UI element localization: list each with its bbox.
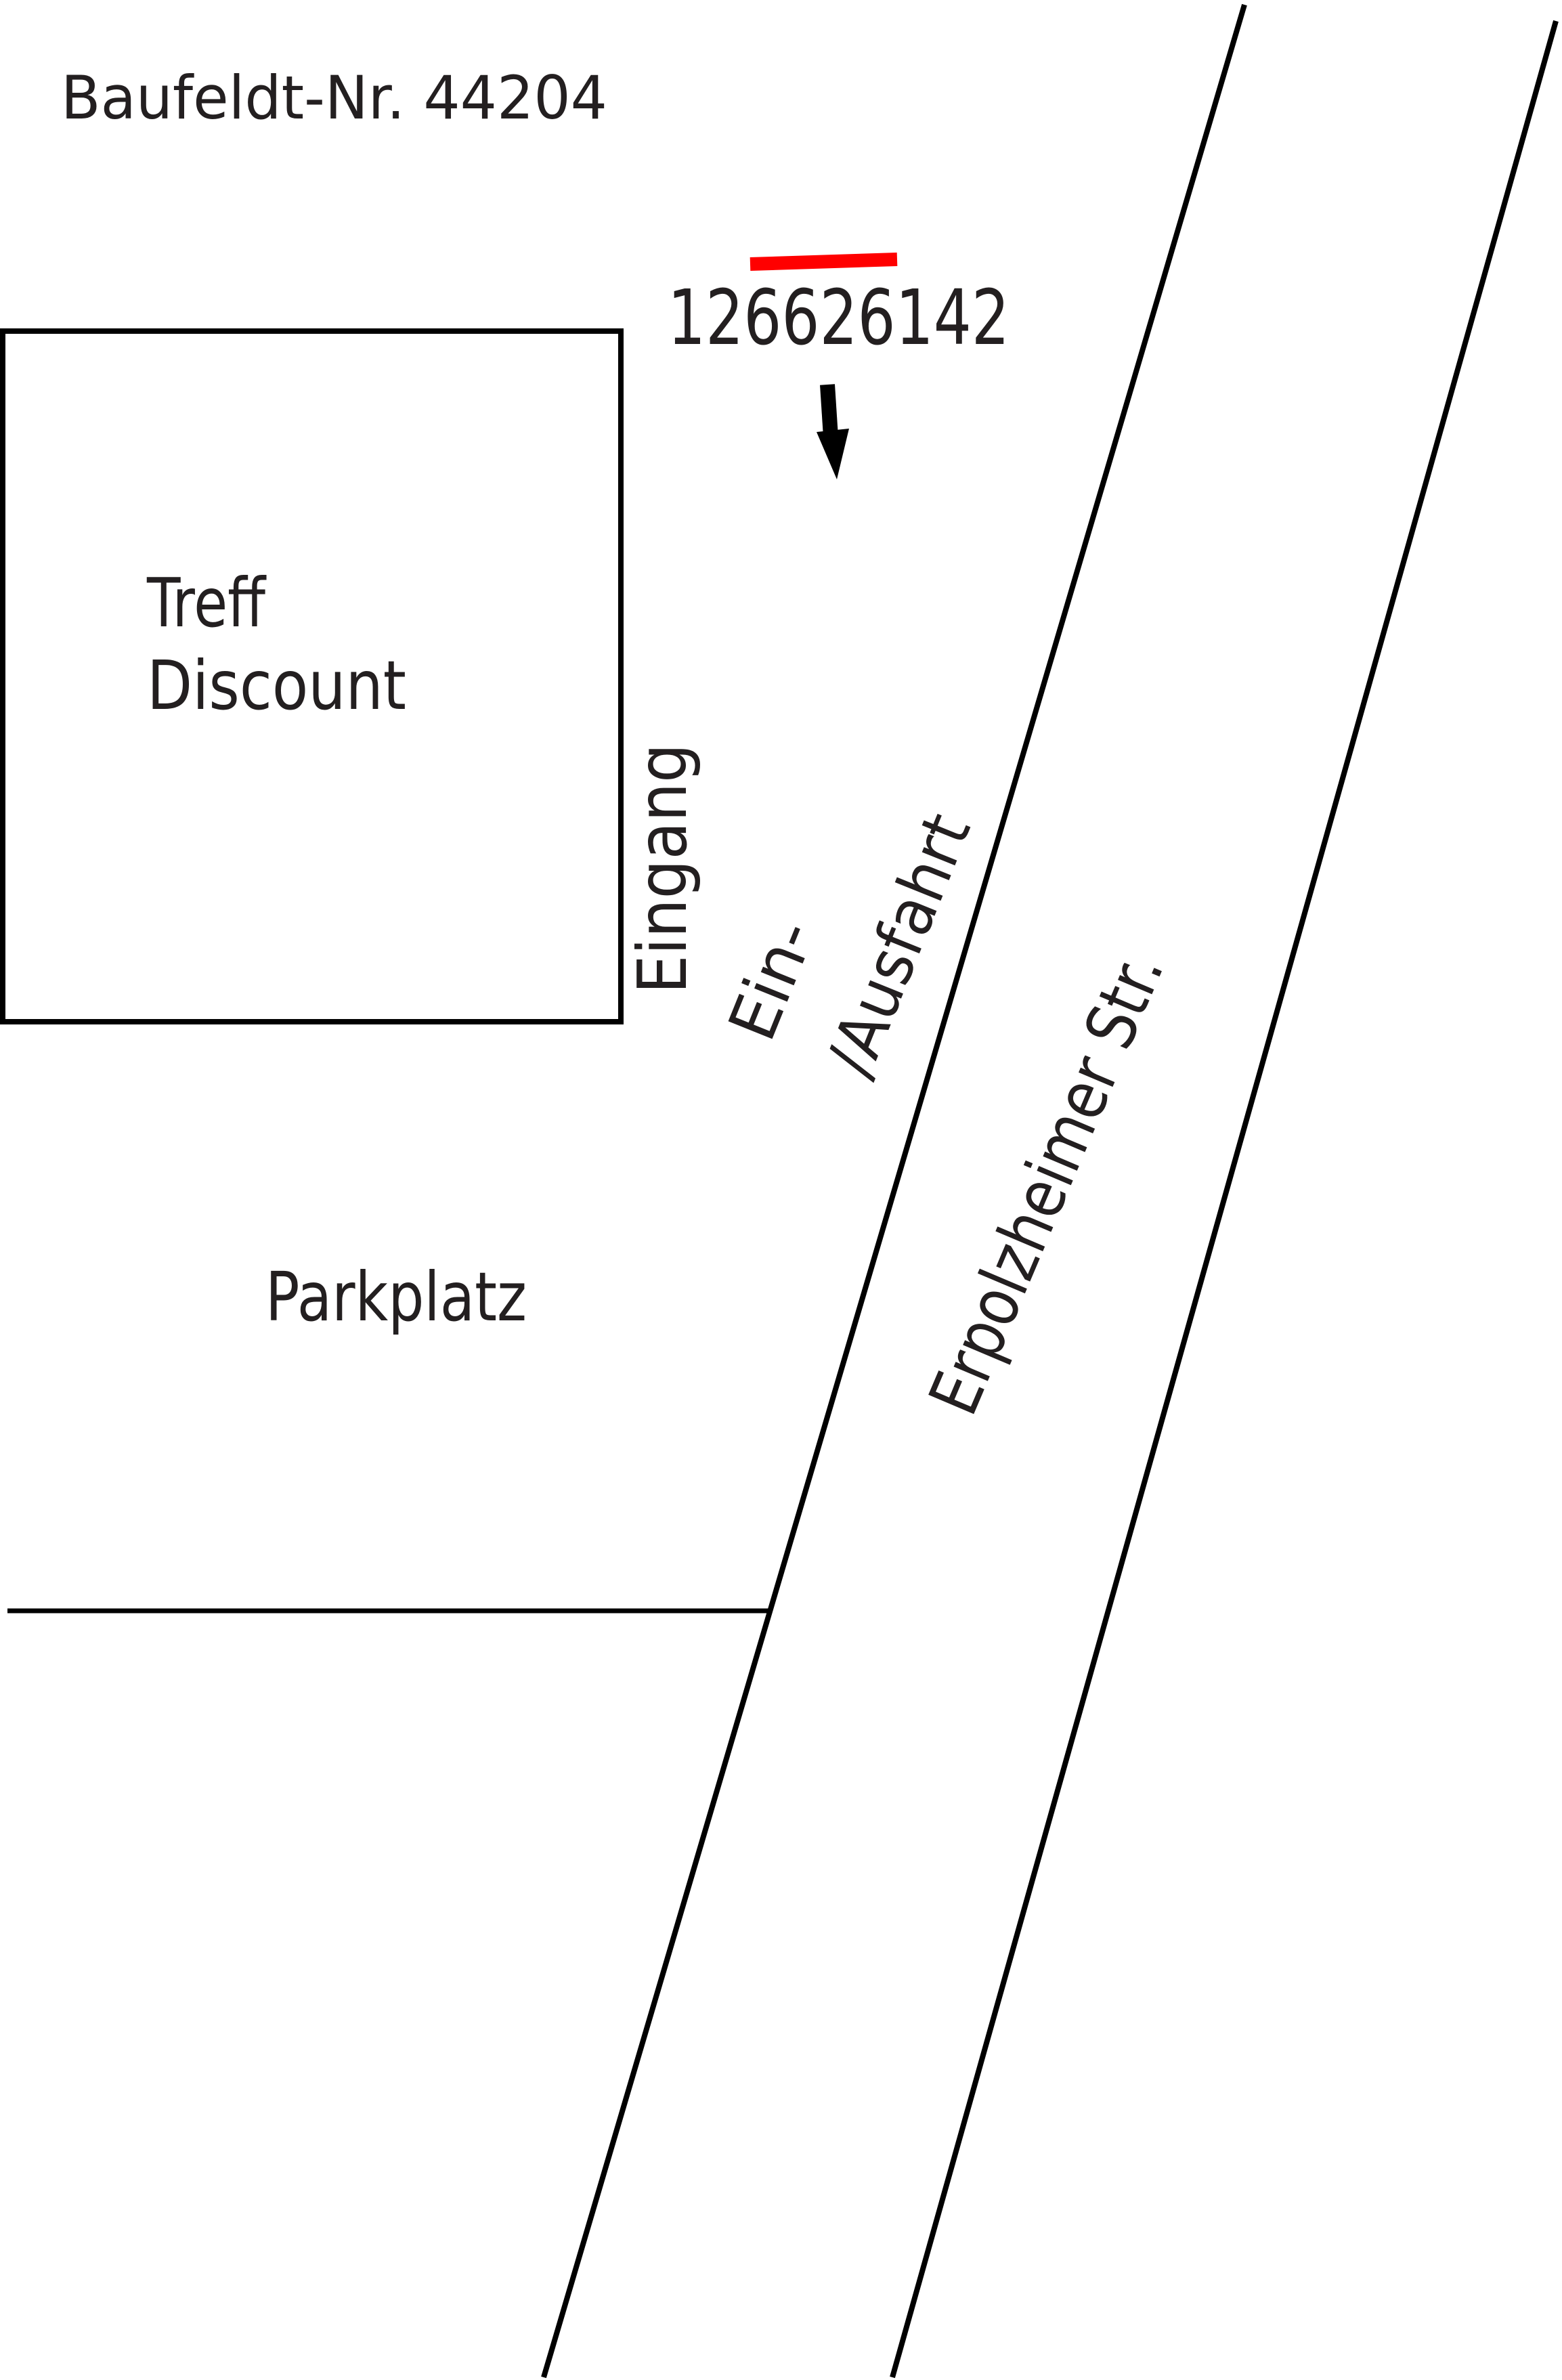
marker-number: 126626142	[668, 274, 1010, 362]
highlight-marker-line	[750, 253, 898, 271]
street-edge-east	[890, 20, 1559, 2379]
parking-label: Parkplatz	[265, 1257, 527, 1337]
building-outline	[0, 328, 624, 1024]
plot-number-title: Baufeldt-Nr. 44204	[61, 63, 607, 133]
building-name-line2: Discount	[147, 646, 406, 725]
building-name-line1: Treff	[146, 563, 267, 643]
street-edge-west	[541, 3, 1247, 2379]
arrow-down-icon	[817, 384, 849, 479]
entrance-label: Eingang	[623, 743, 702, 994]
